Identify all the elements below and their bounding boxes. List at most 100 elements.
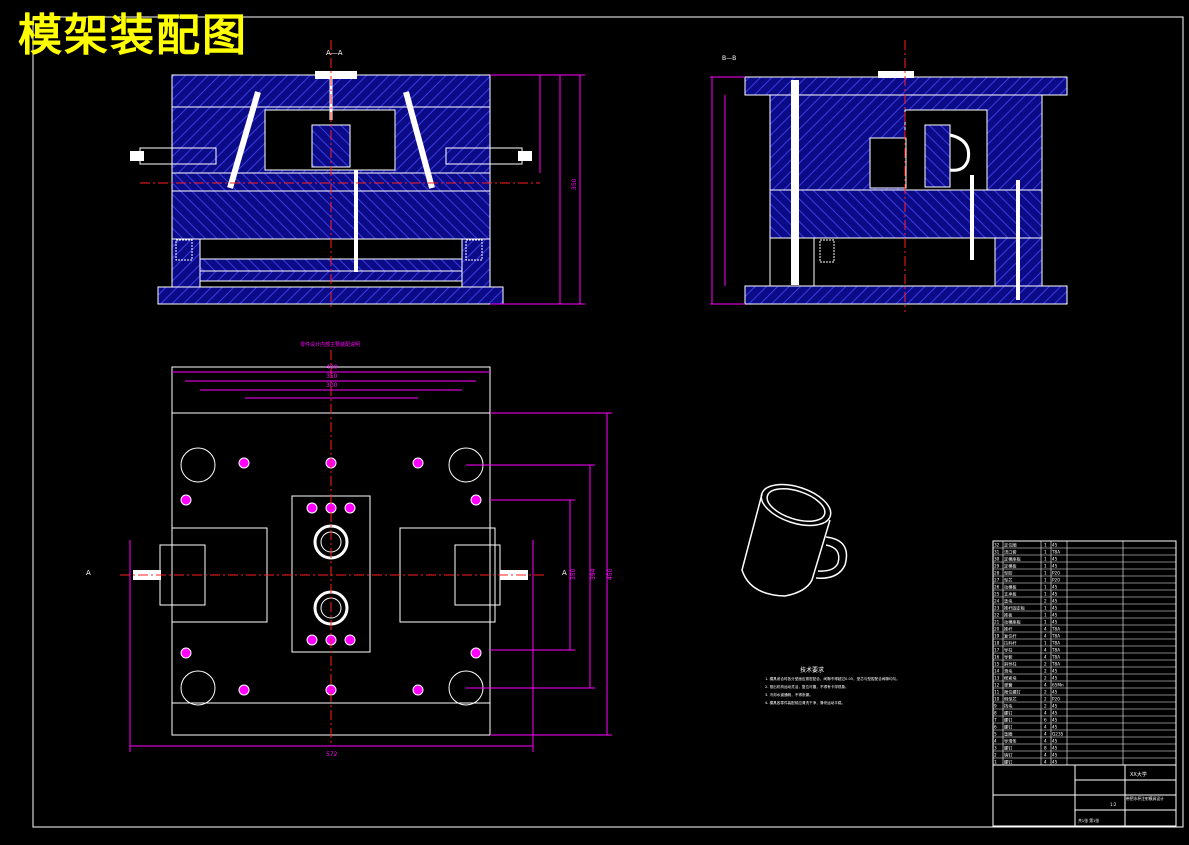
bom-no: 23 [994, 606, 1000, 611]
bom-qty: 2 [1044, 662, 1047, 667]
bom-qty: 4 [1044, 725, 1047, 730]
bom-mat: 45 [1052, 690, 1058, 695]
bom-mat: T8A [1051, 550, 1060, 555]
bom-no: 6 [994, 725, 997, 730]
plan-slide-right [399, 527, 496, 623]
bom-no: 17 [994, 648, 1000, 653]
plan-guide-hole-tl [180, 447, 216, 483]
bom-no: 5 [994, 732, 997, 737]
bom-no: 10 [994, 697, 1000, 702]
bom-mat: T8A [1051, 627, 1060, 632]
bom-name: 型芯 [1004, 577, 1012, 583]
tech-line-1: 1. 模具闭合时各分型面应紧密贴合，间隙不得超过0.05，型芯与型腔配合间隙均匀… [765, 676, 900, 681]
bom-name: 螺钉 [1004, 724, 1013, 731]
bom-mat: 45 [1052, 599, 1058, 604]
spacer-block-right [461, 238, 491, 288]
spring-left [175, 239, 193, 261]
bom-name: 楔紧块 [1004, 675, 1017, 682]
bom-no: 12 [994, 683, 1000, 688]
front-height-dim: 350 [571, 178, 578, 190]
bom-mat: 45 [1052, 543, 1058, 548]
plan-guide-hole-bl [180, 670, 216, 706]
side-spring [819, 239, 835, 263]
bom-no: 29 [994, 564, 1000, 569]
plan-slide-screw-right [500, 570, 528, 580]
plan-holes-dim: 350 [326, 373, 338, 380]
bom-qty: 1 [1044, 564, 1047, 569]
bom-no: 7 [994, 718, 997, 723]
bom-mat: 45 [1052, 739, 1058, 744]
bom-mat: 45 [1052, 585, 1058, 590]
bom-name: 斜导柱 [1004, 661, 1017, 668]
side-section-view: B—B [710, 40, 1068, 312]
plan-right-dim-1: 350 [570, 568, 577, 580]
bom-name: 螺钉 [1004, 710, 1013, 717]
locating-ring [315, 71, 357, 79]
bom-name: 导套 [1004, 654, 1013, 661]
plan-right-dim-2: 394 [590, 568, 597, 580]
bom-name: 垫圈 [1004, 731, 1012, 738]
plan-screw-hole [344, 634, 356, 646]
bom-mat: 45 [1052, 557, 1058, 562]
side-cup-core [924, 124, 951, 188]
bom-mat: 45 [1052, 725, 1058, 730]
side-locating-ring [878, 71, 914, 78]
title-block: XX大学 带把水杯注射模具设计 1:2 共1张 第1张 [992, 764, 1177, 827]
plan-section-mark-a-left: A [86, 569, 91, 577]
tech-heading: 技术要求 [800, 666, 824, 674]
bom-qty: 4 [1044, 760, 1047, 765]
bom-qty: 1 [1044, 613, 1047, 618]
bom-name: 定模座板 [1004, 556, 1022, 563]
tech-requirements: 技术要求 1. 模具闭合时各分型面应紧密贴合，间隙不得超过0.05，型芯与型腔配… [765, 666, 900, 705]
bom-mat: T8A [1051, 634, 1060, 639]
bom-mat: T8A [1051, 641, 1060, 646]
bom-name: 动模板 [1004, 584, 1017, 591]
bom-mat: 45 [1052, 760, 1058, 765]
bom-mat: 45 [1052, 711, 1058, 716]
bom-no: 22 [994, 613, 1000, 618]
plan-screw-hole [238, 457, 250, 469]
slide-screw-left [130, 151, 144, 161]
bom-mat: 45 [1052, 620, 1058, 625]
plan-screw-hole [470, 494, 482, 506]
bom-name: 推杆 [1004, 626, 1013, 633]
bom-qty: 1 [1044, 585, 1047, 590]
bom-no: 4 [994, 739, 997, 744]
bom-no: 30 [994, 557, 1000, 562]
bom-name: 螺钉 [1004, 759, 1013, 766]
bom-qty: 4 [1044, 732, 1047, 737]
bom-no: 2 [994, 753, 997, 758]
bom-qty: 4 [1044, 683, 1047, 688]
bom-no: 14 [994, 669, 1000, 674]
bom-no: 25 [994, 592, 1000, 597]
plan-screw-hole [412, 684, 424, 696]
title-drawing-name: 带把水杯注射模具设计 [1126, 796, 1164, 801]
title-sheet: 共1张 第1张 [1078, 818, 1099, 823]
bom-no: 15 [994, 662, 1000, 667]
plan-total-dim: 572 [326, 751, 338, 758]
drawing-title: 模架装配图 [18, 10, 248, 61]
bom-mat: 45 [1052, 746, 1058, 751]
title-school: XX大学 [1130, 771, 1147, 778]
bom-name: 推杆固定板 [1004, 605, 1026, 612]
bom-no: 3 [994, 746, 997, 751]
tech-line-3: 3. 冷却水道通畅，不得渗漏。 [765, 692, 813, 697]
bom-no: 13 [994, 676, 1000, 681]
bom-qty: 1 [1044, 620, 1047, 625]
bom-mat: P20 [1052, 578, 1060, 583]
spring-right [465, 239, 483, 261]
bom-qty: 2 [1044, 704, 1047, 709]
side-cup-handle [949, 133, 971, 172]
bom-name: 动模座板 [1004, 619, 1022, 626]
bom-name: 螺钉 [1004, 745, 1013, 752]
spacer-block-left [171, 238, 201, 288]
bom-name: 垫块 [1004, 598, 1013, 605]
plan-screw-hole [180, 494, 192, 506]
bom-qty: 1 [1044, 641, 1047, 646]
bom-mat: 45 [1052, 613, 1058, 618]
bom-qty: 4 [1044, 739, 1047, 744]
bom-name: 定位圈 [1004, 542, 1017, 549]
bom-mat: T8A [1051, 662, 1060, 667]
